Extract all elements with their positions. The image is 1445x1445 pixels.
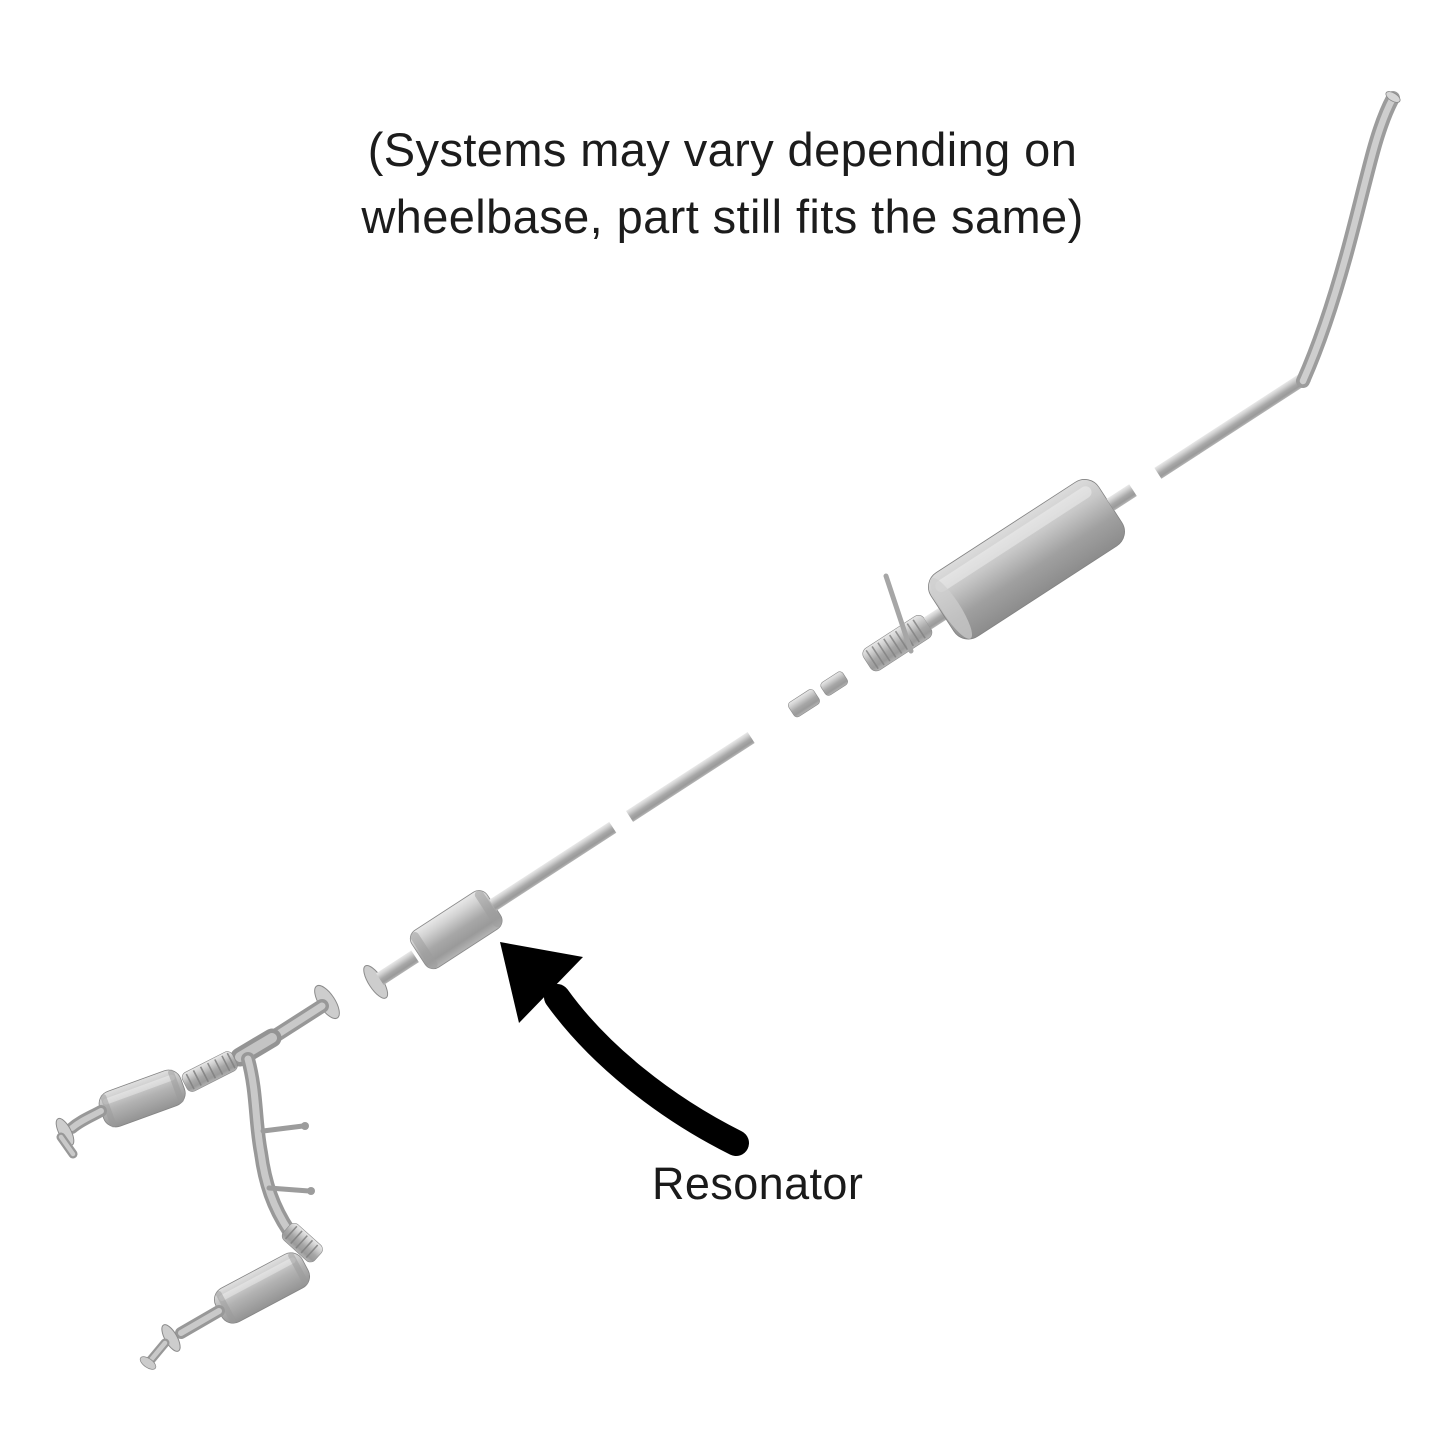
rear-outlet-pipe (175, 1305, 225, 1339)
note-text: (Systems may vary depending on wheelbase… (0, 116, 1445, 250)
catalytic-converter-left (98, 1069, 186, 1128)
note-line-1: (Systems may vary depending on (367, 123, 1078, 176)
intermediate-pipe-2 (625, 732, 755, 822)
rear-downpipe (241, 1052, 296, 1238)
flex-coupling-corrugation (865, 619, 926, 670)
resonator-label: Resonator (652, 1158, 864, 1209)
collector-pipe (265, 999, 329, 1045)
muffler-hanger-rod (883, 573, 914, 654)
intermediate-pipe-1 (489, 821, 617, 911)
flex-coupling (862, 615, 933, 672)
muffler-end-cap (929, 577, 973, 639)
rear-tip-end (139, 1356, 157, 1370)
tailpipe-straight (1192, 370, 1311, 455)
front-pipe-assembly (55, 984, 340, 1370)
extension-pipe (1154, 442, 1201, 479)
rear-flex-section (281, 1222, 323, 1263)
pipe-coupler-2 (820, 671, 848, 696)
muffler-outlet-stub (1106, 484, 1137, 511)
hanger-pin-1 (260, 1122, 309, 1134)
tailpipe-tip (1385, 91, 1401, 103)
pipe-coupler-1 (787, 689, 820, 718)
rear-tip (145, 1338, 170, 1366)
left-flex-section (181, 1051, 238, 1092)
main-exhaust-run (363, 370, 1311, 999)
inlet-stub-pipe (376, 950, 419, 986)
resonator-end-ring-right (474, 890, 503, 928)
hanger-pin-2 (266, 1185, 315, 1195)
tailpipe-bend (1296, 91, 1401, 388)
front-left-tip (56, 1132, 78, 1159)
catalytic-converter-rear (213, 1252, 311, 1324)
resonator-arrow (500, 942, 749, 1156)
resonator-arrowhead (500, 942, 583, 1023)
muffler-highlight (935, 486, 1092, 592)
resonator-end-ring-left (410, 932, 438, 970)
note-line-2: wheelbase, part still fits the same) (361, 190, 1084, 243)
front-downpipe-left (66, 1105, 107, 1134)
